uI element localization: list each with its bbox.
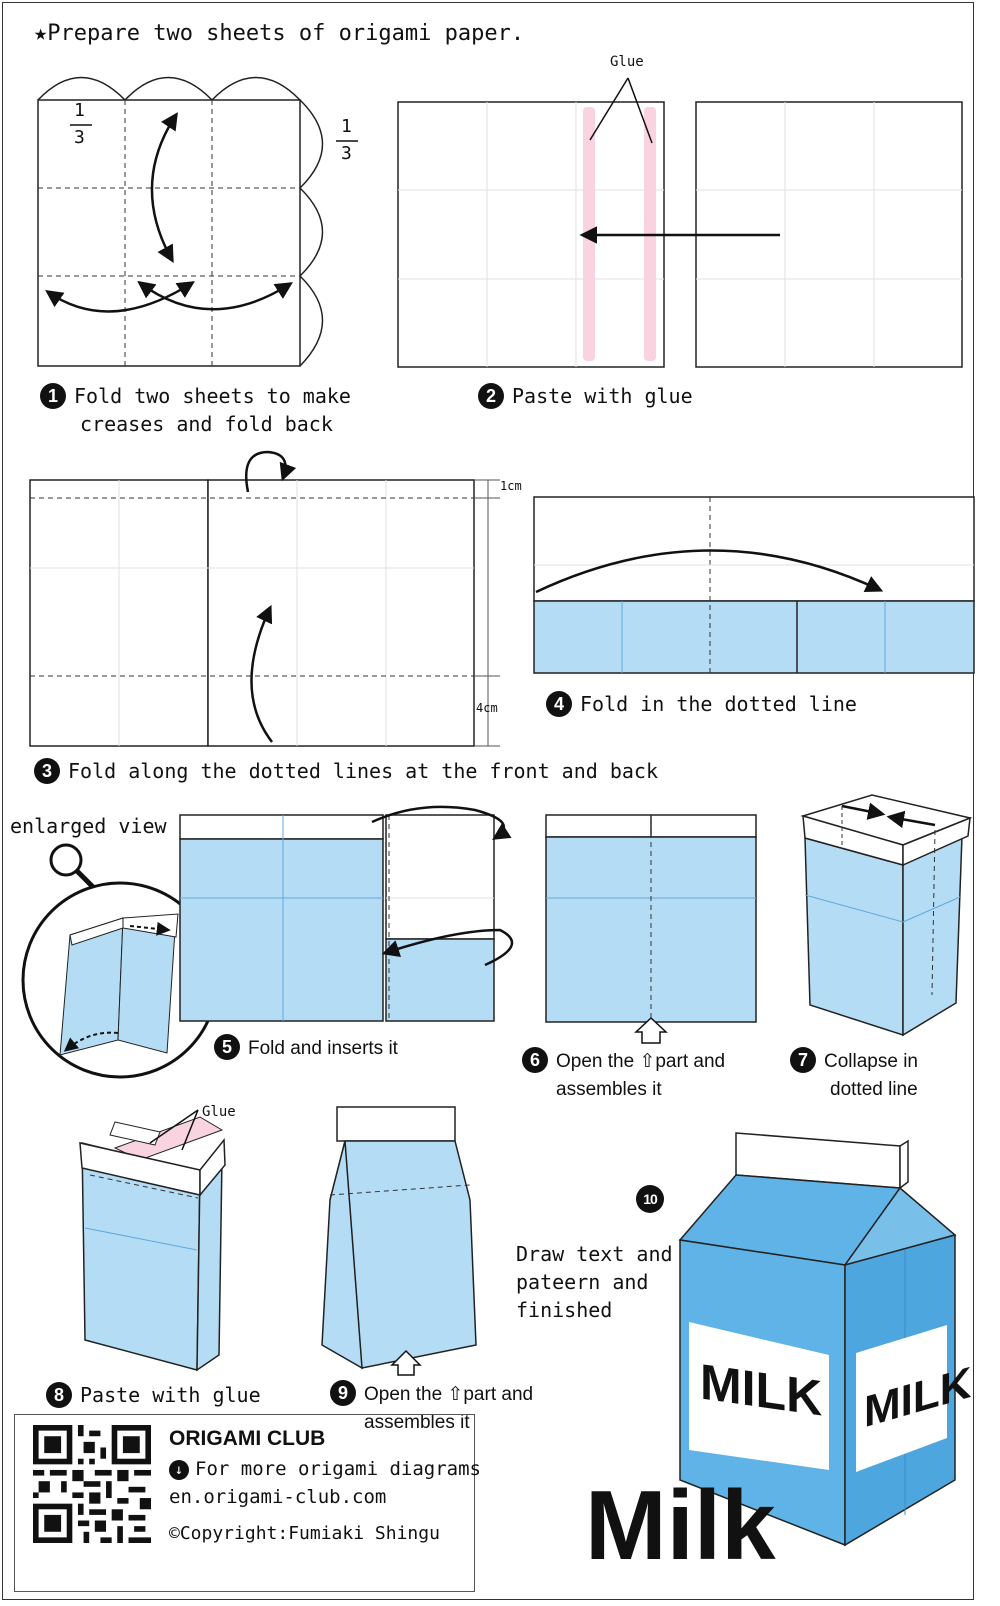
more-diagrams-line[interactable]: ↓ For more origami diagrams (169, 1455, 481, 1483)
step1-illustration (37, 76, 358, 367)
milk-carton-illustration (678, 1132, 957, 1547)
step5-illustration (179, 805, 514, 1022)
step6-number-badge: 6 (522, 1046, 548, 1073)
step9-caption: 9 Open the ⇧part and (330, 1379, 534, 1409)
glue-label-step2: Glue (610, 54, 644, 70)
step4-number-badge: 4 (546, 690, 572, 717)
step8-illustration (79, 1109, 226, 1372)
step7-caption: 7 Collapse in (790, 1046, 918, 1076)
page-header-title: ★Prepare two sheets of origami paper. (34, 21, 525, 46)
step10-number-badge: 10 (636, 1184, 664, 1213)
step4-caption: 4 Fold in the dotted line (546, 690, 857, 719)
fraction-denominator: 3 (74, 127, 85, 148)
step7-text-line1: Collapse in (824, 1051, 918, 1072)
club-name: ORIGAMI CLUB (169, 1427, 326, 1450)
step1-text-line2: creases and fold back (80, 412, 333, 436)
fraction-numerator-right: 1 (341, 116, 352, 137)
step2-text: Paste with glue (512, 384, 693, 408)
step9-illustration (321, 1106, 477, 1376)
step4-illustration (533, 496, 975, 674)
step1-text-line1: Fold two sheets to make (74, 384, 351, 408)
step10-badge-wrap: 10 (636, 1184, 672, 1215)
step3-number-badge: 3 (34, 757, 60, 784)
step3-text: Fold along the dotted lines at the front… (68, 759, 659, 783)
step3-illustration (29, 450, 500, 747)
step10-text-line3: finished (516, 1298, 613, 1322)
step2-number-badge: 2 (478, 382, 504, 409)
glue-label-step8: Glue (202, 1104, 236, 1120)
step6-illustration (545, 814, 757, 1044)
step6-text-line1: Open the ⇧part and (556, 1051, 726, 1072)
origami-club-info-box: ORIGAMI CLUB ↓For more origami diagrams … (14, 1414, 481, 1592)
step9-text-line2: assembles it (364, 1412, 470, 1433)
step10-text-line2: pateern and (516, 1270, 649, 1294)
step8-caption: 8 Paste with glue (46, 1381, 261, 1410)
arrow-down-circle-icon: ↓ (169, 1459, 189, 1480)
step2-caption: 2 Paste with glue (478, 382, 693, 411)
site-url-link[interactable]: en.origami-club.com (169, 1486, 387, 1508)
enlarged-view-illustration (21, 881, 219, 1079)
step9-number-badge: 9 (330, 1379, 356, 1406)
one-cm-label: 1cm (500, 479, 522, 493)
step5-number-badge: 5 (214, 1033, 240, 1060)
fraction-denominator-right: 3 (341, 143, 352, 164)
four-cm-label: 4cm (476, 701, 498, 715)
step9-text-line1: Open the ⇧part and (364, 1384, 534, 1405)
final-title: Milk (585, 1470, 776, 1580)
step5-caption: 5 Fold and inserts it (214, 1033, 398, 1063)
step6-text-line2: assembles it (556, 1079, 662, 1100)
step7-illustration (800, 794, 973, 1037)
step8-text: Paste with glue (80, 1383, 261, 1407)
copyright-text: ©Copyright:Fumiaki Shingu (169, 1523, 440, 1544)
step5-text: Fold and inserts it (248, 1038, 398, 1059)
magnifier-icon (49, 843, 97, 891)
step6-caption: 6 Open the ⇧part and (522, 1046, 726, 1076)
qr-code-icon[interactable] (33, 1425, 151, 1543)
step2-illustration (397, 77, 963, 368)
step7-text-line2: dotted line (830, 1079, 918, 1100)
step1-caption: 1 Fold two sheets to make (40, 382, 351, 411)
step1-number-badge: 1 (40, 382, 66, 409)
step4-text: Fold in the dotted line (580, 692, 857, 716)
page-frame (2, 2, 974, 1600)
step3-caption: 3 Fold along the dotted lines at the fron… (34, 757, 658, 786)
enlarged-view-label: enlarged view (10, 814, 167, 838)
step8-number-badge: 8 (46, 1381, 72, 1408)
step10-text-line1: Draw text and (516, 1242, 673, 1266)
fraction-numerator: 1 (74, 100, 85, 121)
step7-number-badge: 7 (790, 1046, 816, 1073)
more-diagrams-text: For more origami diagrams (195, 1458, 481, 1480)
